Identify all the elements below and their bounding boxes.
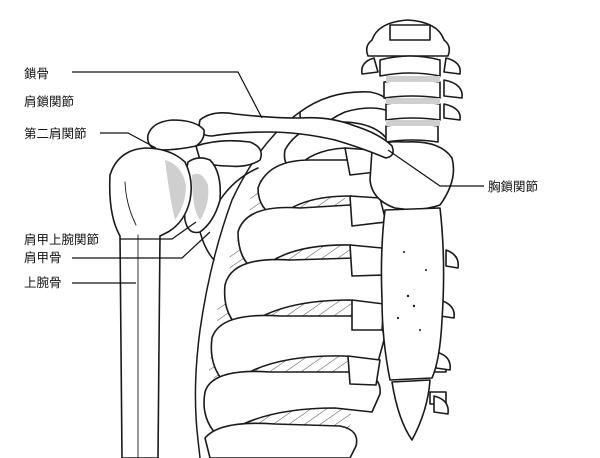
costal-cartilages xyxy=(344,147,387,386)
label-acromioclavicular-joint: 肩鎖関節 xyxy=(24,94,74,109)
label-sternoclavicular-joint: 胸鎖関節 xyxy=(488,179,538,194)
leader-lines xyxy=(72,71,484,284)
label-clavicle: 鎖骨 xyxy=(24,66,49,81)
leader-second-shoulder-joint xyxy=(100,132,157,149)
clavicle-bone xyxy=(198,112,394,159)
ribcage xyxy=(194,91,393,458)
leader-scapula xyxy=(72,231,211,259)
sternum xyxy=(369,140,455,441)
label-second-shoulder-joint: 第二肩関節 xyxy=(24,126,87,141)
xiphoid-process xyxy=(391,379,431,441)
label-humerus: 上腕骨 xyxy=(24,275,62,290)
labels: 鎖骨 肩鎖関節 第二肩関節 肩甲上腕関節 肩甲骨 上腕骨 胸鎖関節 xyxy=(24,66,538,290)
sternum-body xyxy=(380,207,445,381)
scapula-bone xyxy=(146,119,263,261)
manubrium xyxy=(369,140,455,211)
sternum-texture-dots xyxy=(396,251,427,331)
humerus-bone xyxy=(108,147,192,458)
vertebral-column xyxy=(360,19,463,415)
leader-clavicle xyxy=(72,71,263,119)
rib-8 xyxy=(204,422,358,458)
leader-sternoclavicular-joint xyxy=(387,149,484,187)
label-scapula: 肩甲骨 xyxy=(24,250,62,265)
leader-glenohumeral-joint xyxy=(120,221,197,240)
label-glenohumeral-joint: 肩甲上腕関節 xyxy=(24,232,99,247)
